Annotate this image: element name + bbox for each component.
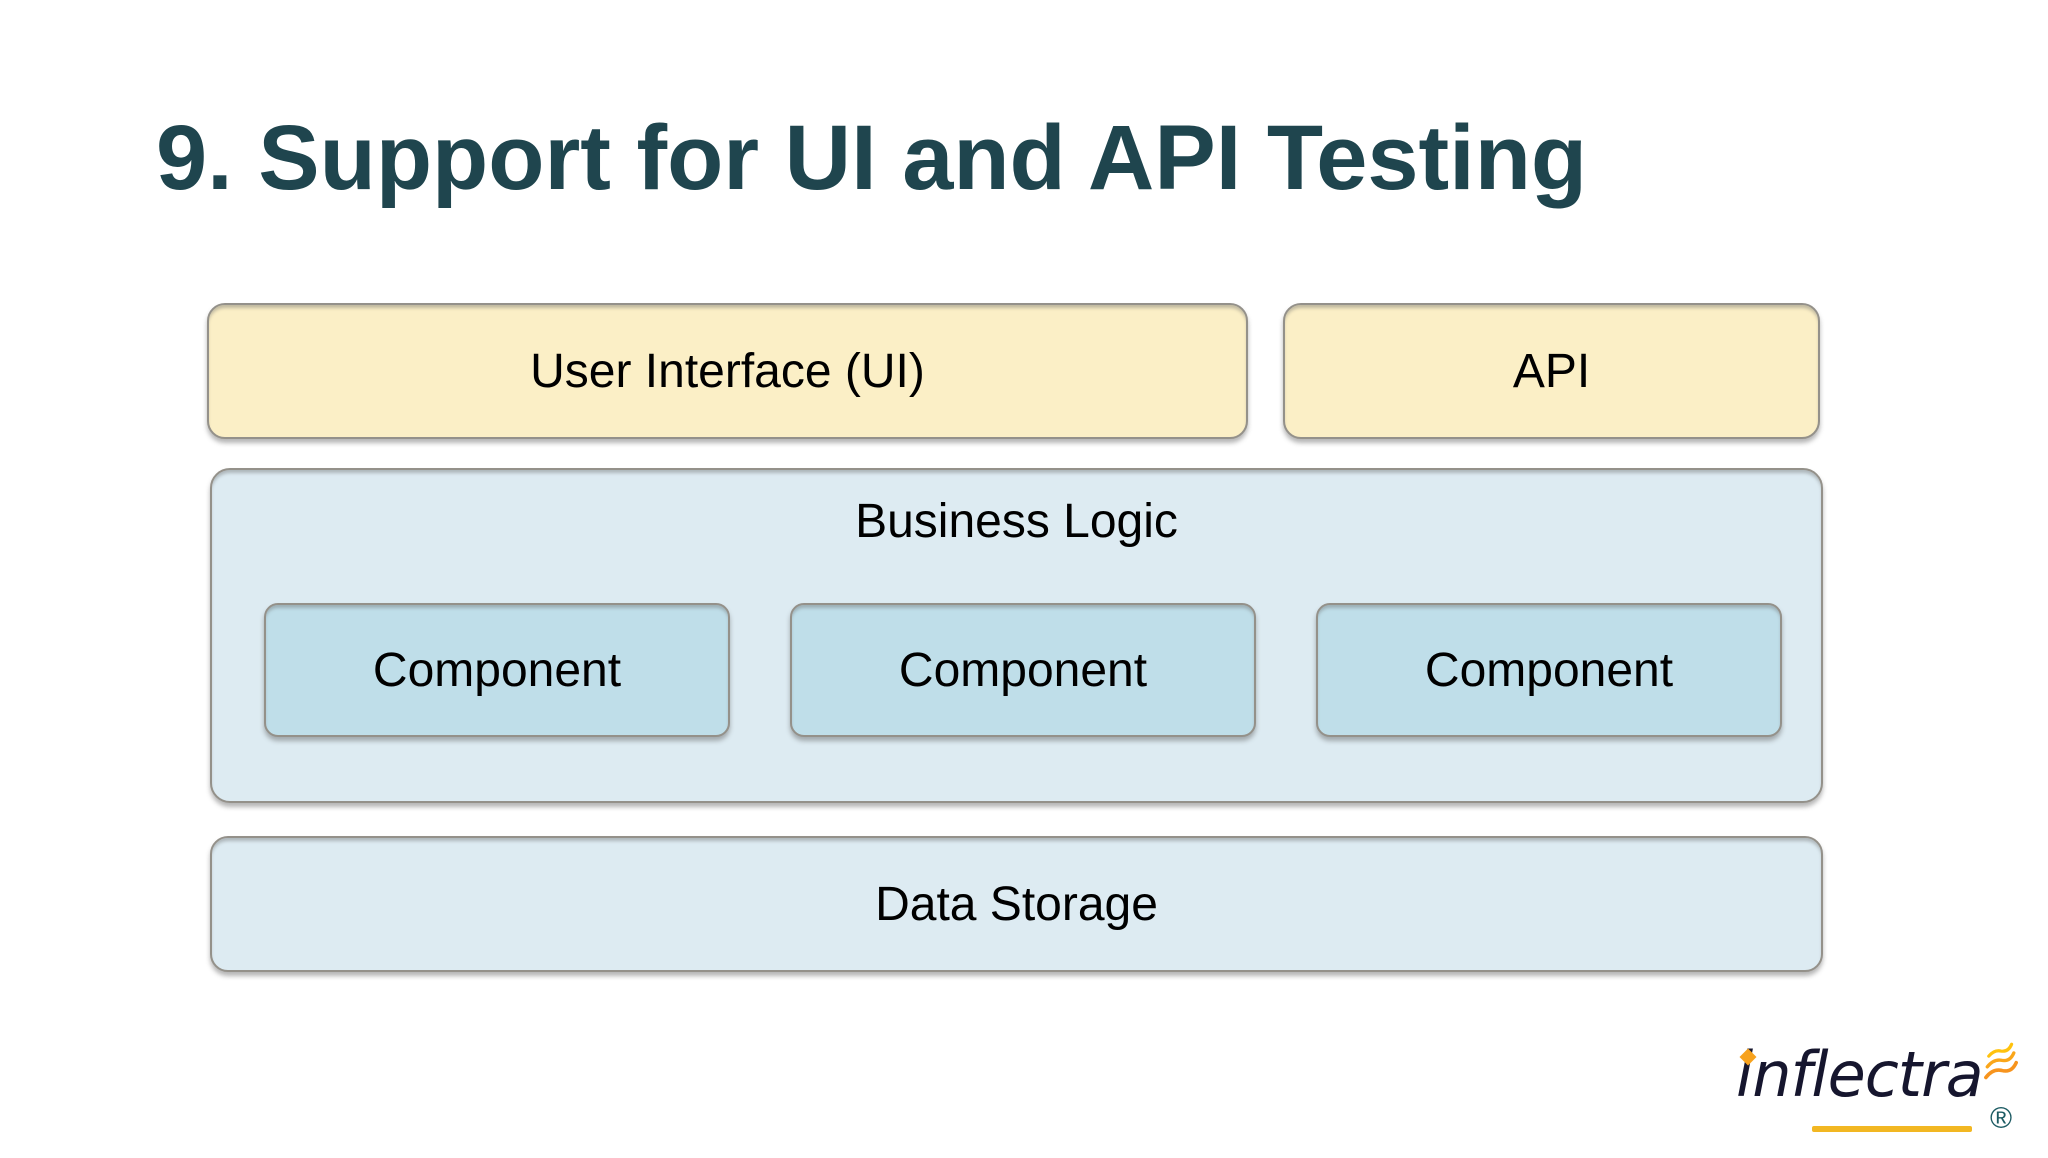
data-storage-box: Data Storage xyxy=(210,836,1823,972)
ui-box-label: User Interface (UI) xyxy=(530,344,925,398)
business-logic-container: Business Logic Component Component Compo… xyxy=(210,468,1823,803)
business-logic-label: Business Logic xyxy=(855,495,1178,548)
logo-underline xyxy=(1812,1126,1972,1132)
inflectra-logo: inflectra ® xyxy=(1728,1038,2048,1158)
api-box-label: API xyxy=(1512,344,1591,398)
api-box: API xyxy=(1283,303,1820,439)
component-label: Component xyxy=(1424,643,1674,697)
component-box: Component xyxy=(790,603,1256,737)
flame-icon xyxy=(1984,1042,2018,1080)
component-box: Component xyxy=(264,603,730,737)
inflectra-logo-wordmark: inflectra xyxy=(1736,1038,1984,1111)
registered-trademark: ® xyxy=(1990,1102,2013,1135)
component-label: Component xyxy=(372,643,622,697)
slide-title: 9. Support for UI and API Testing xyxy=(156,107,1588,209)
component-box: Component xyxy=(1316,603,1782,737)
data-storage-label: Data Storage xyxy=(875,877,1158,931)
component-label: Component xyxy=(898,643,1148,697)
ui-box: User Interface (UI) xyxy=(207,303,1248,439)
